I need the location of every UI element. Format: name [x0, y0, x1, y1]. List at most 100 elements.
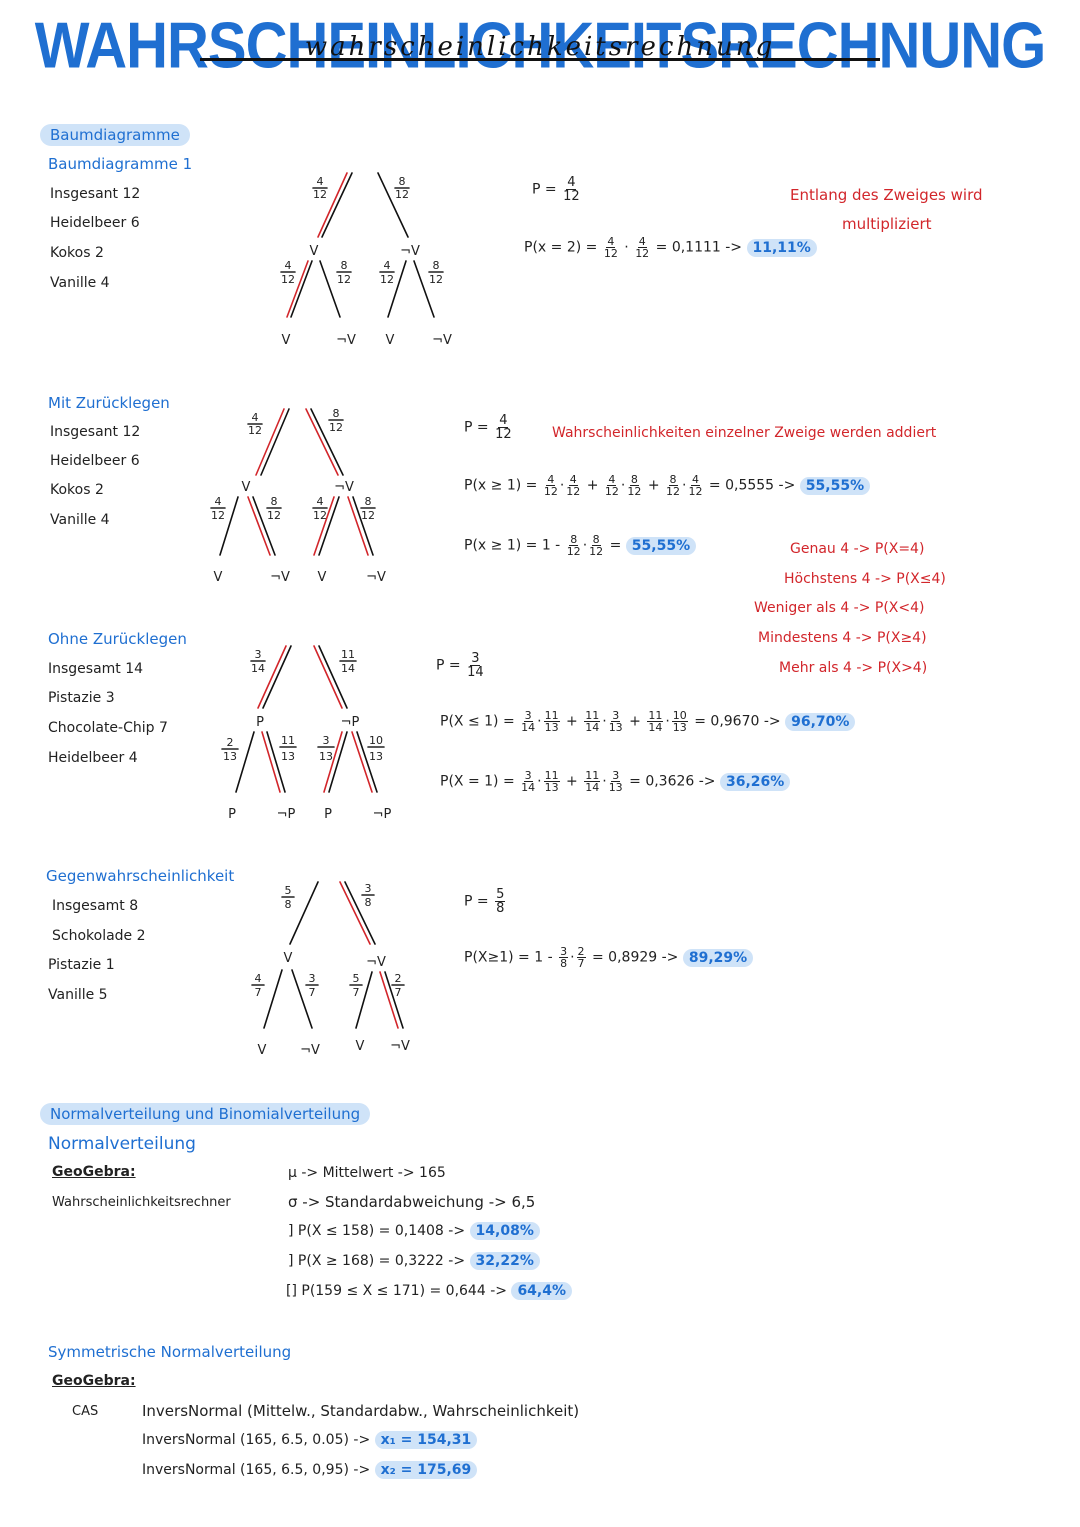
tree-frac: 12 — [267, 509, 281, 522]
frac-den: 12 — [495, 427, 512, 442]
tree-leaf: V — [258, 1043, 267, 1058]
tree-frac: 12 — [211, 509, 225, 522]
calc-prefix: P(x = 2) = — [524, 239, 598, 256]
tree-frac: 8 — [365, 495, 372, 508]
tree-node: ¬V — [366, 955, 386, 970]
result-badge: x₂ = 175,69 — [374, 1461, 478, 1479]
section-heading-normalverteilung: Normalverteilung und Binomialverteilung — [40, 1103, 371, 1125]
tree-diagram-1: 4 12 8 12 V ¬V 4 12 8 12 4 12 8 12 V ¬V … — [280, 172, 452, 348]
tree-frac: 7 — [309, 986, 316, 999]
tree-frac: 4 — [285, 259, 292, 272]
result-badge: x₁ = 154,31 — [374, 1431, 478, 1449]
tree-frac: 13 — [369, 750, 383, 763]
tree-frac: 12 — [329, 421, 343, 434]
tree-frac: 12 — [429, 273, 443, 286]
frac-num: 4 — [566, 175, 577, 190]
sec1-item: Insgesant 12 — [50, 186, 141, 202]
term-genau: Genau 4 -> P(X=4) — [790, 541, 925, 557]
sec3-item: Heidelbeer 4 — [48, 750, 138, 766]
section-heading-baumdiagramme: Baumdiagramme — [40, 124, 190, 146]
term-mindestens: Mindestens 4 -> P(X≥4) — [758, 630, 927, 646]
tree-leaf: ¬V — [336, 333, 356, 348]
note-addiert: Wahrscheinlichkeiten einzelner Zweige we… — [552, 425, 937, 441]
sec4-item: Schokolade 2 — [52, 928, 146, 944]
tree-leaf: ¬V — [300, 1043, 320, 1058]
frac-den: 14 — [467, 665, 484, 680]
sec3-title: Ohne Zurücklegen — [48, 630, 187, 648]
tree-frac: 4 — [384, 259, 391, 272]
sec4-item: Pistazie 1 — [48, 957, 115, 973]
calc-text: InversNormal (165, 6.5, 0.05) -> — [142, 1432, 371, 1448]
tree-frac: 8 — [271, 495, 278, 508]
result-badge: 89,29% — [682, 948, 754, 967]
normal-calc: [] P(159 ≤ X ≤ 171) = 0,644 -> 64,4% — [286, 1282, 573, 1300]
inversnormal-definition: InversNormal (Mittelw., Standardabw., Wa… — [142, 1402, 580, 1420]
page-title: WAHRSCHEINLICHKEITSRECHNUNG — [34, 9, 1047, 82]
tree-frac: 12 — [337, 273, 351, 286]
calc-text: [] P(159 ≤ X ≤ 171) = 0,644 -> — [286, 1283, 507, 1299]
sec1-title: Baumdiagramme 1 — [48, 155, 193, 173]
tree-frac: 2 — [227, 736, 234, 749]
tree-frac: 12 — [380, 273, 394, 286]
sec2-item: Vanille 4 — [50, 512, 110, 528]
tree-leaf: V — [214, 570, 223, 585]
tree-frac: 12 — [248, 424, 262, 437]
frac-num: 4 — [498, 413, 509, 428]
tree-frac: 3 — [323, 734, 330, 747]
inversnormal-2: InversNormal (165, 6.5, 0,95) -> x₂ = 17… — [142, 1461, 478, 1479]
term-weniger: Weniger als 4 -> P(X<4) — [754, 600, 925, 616]
p-label: P = — [436, 657, 461, 674]
tree-leaf: ¬P — [277, 807, 296, 822]
tree-node: V — [284, 951, 293, 966]
tree-diagram-4: 5 8 3 8 V ¬V 4 7 3 7 5 7 2 7 V ¬V V ¬V — [251, 881, 410, 1058]
rechner-label: Wahrscheinlichkeitsrechner — [52, 1195, 231, 1210]
tree-frac: 2 — [395, 972, 402, 985]
tree-frac: 13 — [281, 750, 295, 763]
tree-frac: 3 — [365, 882, 372, 895]
sec2-item: Kokos 2 — [50, 482, 104, 498]
calc-prefix: P(X = 1) = — [440, 773, 515, 790]
sec2-item: Heidelbeer 6 — [50, 453, 140, 469]
result-badge: 36,26% — [720, 772, 791, 791]
frac-num: 5 — [495, 887, 506, 902]
note-multiply-2: multipliziert — [842, 215, 932, 233]
p-label: P = — [464, 419, 489, 436]
tree-frac: 7 — [255, 986, 262, 999]
tree-frac: 12 — [313, 188, 327, 201]
sec2-item: Insgesant 12 — [50, 424, 141, 440]
tree-frac: 5 — [353, 972, 360, 985]
sec2-title: Mit Zurücklegen — [48, 394, 170, 412]
result-badge: 11,11% — [746, 238, 817, 257]
tree-node: V — [242, 480, 251, 495]
normal-calc: ] P(X ≤ 158) = 0,1408 -> 14,08% — [288, 1222, 540, 1240]
tree-leaf: P — [228, 807, 236, 822]
tree-leaf: ¬P — [373, 807, 392, 822]
tree-frac: 4 — [317, 175, 324, 188]
tree-node: ¬V — [400, 244, 420, 259]
sec4-item: Vanille 5 — [48, 987, 108, 1003]
tree-frac: 4 — [317, 495, 324, 508]
result-badge: 55,55% — [625, 536, 697, 555]
tree-frac: 13 — [319, 750, 333, 763]
tree-frac: 7 — [395, 986, 402, 999]
sec1-item: Kokos 2 — [50, 245, 104, 261]
tree-frac: 4 — [255, 972, 262, 985]
tree-leaf: V — [282, 333, 291, 348]
tree-leaf: V — [386, 333, 395, 348]
tree-frac: 7 — [353, 986, 360, 999]
tree-leaf: ¬V — [366, 570, 386, 585]
tree-frac: 8 — [285, 898, 292, 911]
result-badge: 32,22% — [469, 1252, 540, 1270]
note-multiply-1: Entlang des Zweiges wird — [790, 186, 983, 204]
tree-leaf: P — [324, 807, 332, 822]
